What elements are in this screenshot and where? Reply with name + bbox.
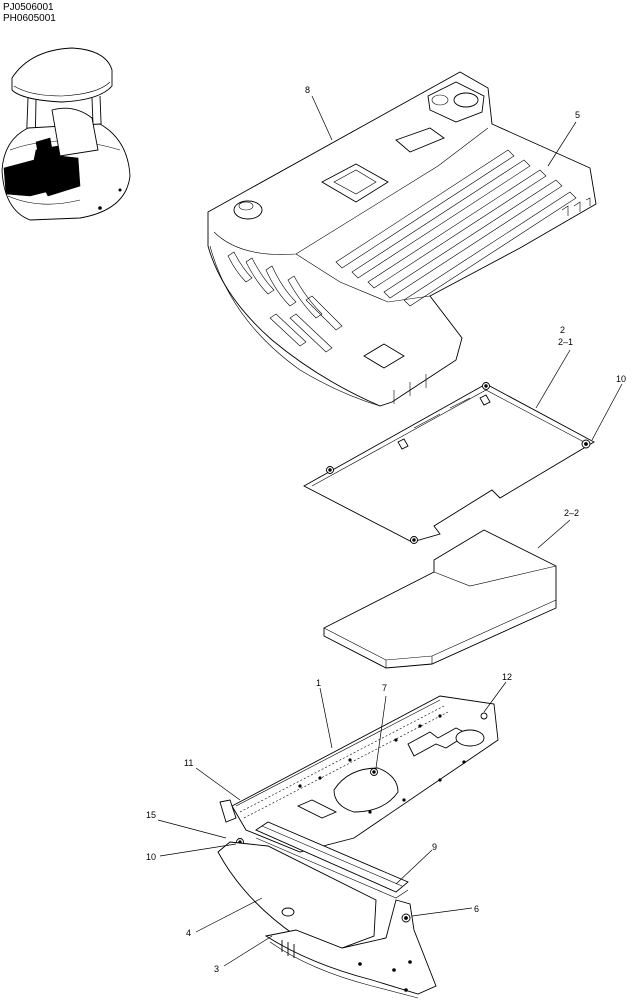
- callout-3: 3: [214, 964, 219, 974]
- callout-8: 8: [305, 85, 310, 95]
- callout-12: 12: [502, 672, 512, 682]
- drawing-code-2: PH0605001: [3, 13, 56, 24]
- floor-plate-part-2-1: [303, 382, 595, 544]
- drawing-code-1: PJ0506001: [3, 2, 54, 13]
- callout-labels: 8 5 2 2–1 10 2–2 1 7 12 11 15 10 9 4 6 3: [146, 85, 626, 974]
- callout-15: 15: [146, 810, 156, 820]
- callout-2-2: 2–2: [564, 508, 579, 518]
- callout-11: 11: [184, 758, 193, 768]
- callout-2: 2: [560, 325, 565, 335]
- locator-thumbnail: [1, 47, 131, 221]
- callout-10-lower: 10: [146, 852, 156, 862]
- callout-4: 4: [186, 928, 191, 938]
- callout-9: 9: [432, 842, 437, 852]
- leader-lines: [157, 95, 623, 967]
- callout-1: 1: [316, 678, 321, 688]
- callout-10-upper: 10: [616, 374, 626, 384]
- lower-plate-part-4: [217, 841, 377, 949]
- floor-mat-part-8: [207, 71, 597, 407]
- callout-5: 5: [575, 110, 580, 120]
- callout-7: 7: [382, 683, 387, 693]
- floor-frame-part-1: [219, 695, 499, 853]
- drawing-codes: PJ0506001 PH0605001: [3, 2, 56, 24]
- insulation-pad-part-2-2: [323, 529, 557, 669]
- rail-part-9: [255, 821, 409, 899]
- callout-2-1: 2–1: [558, 337, 573, 347]
- base-plate-part-3: [264, 899, 437, 999]
- callout-6: 6: [474, 904, 479, 914]
